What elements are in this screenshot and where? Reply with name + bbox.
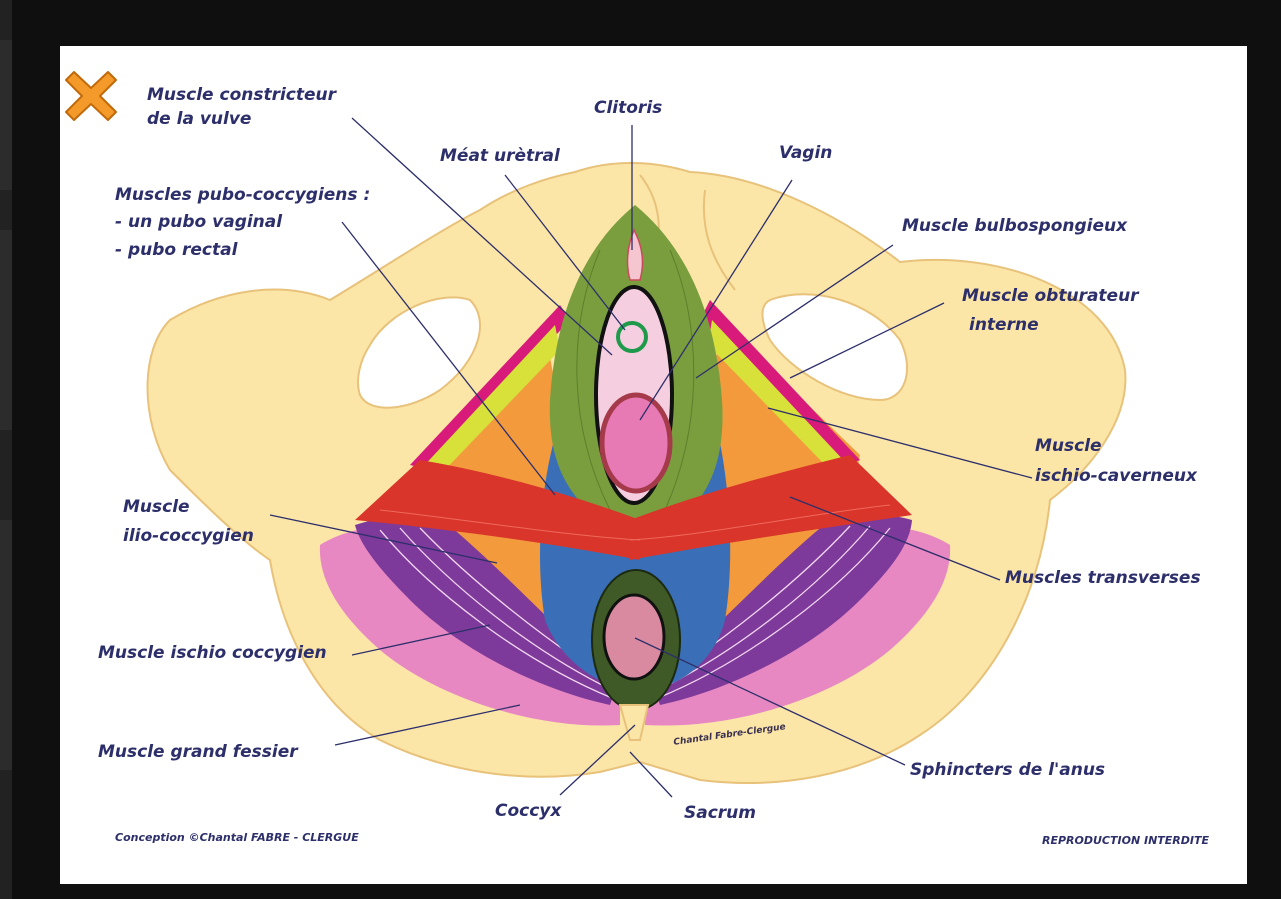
close-x-icon[interactable]: [64, 68, 118, 124]
label-bulbospongieux: Muscle bulbospongieux: [902, 213, 1127, 239]
label-sphincters: Sphincters de l'anus: [910, 757, 1105, 783]
label-vagin: Vagin: [779, 140, 832, 166]
label-coccyx: Coccyx: [495, 798, 561, 824]
anal-sphincter-inner: [604, 595, 664, 679]
label-ischio-cav-line2: ischio-caverneux: [1035, 463, 1197, 489]
label-constricteur-line1: Muscle constricteur: [147, 82, 336, 108]
label-pubo-title: Muscles pubo-coccygiens :: [115, 182, 370, 208]
label-obturateur-line1: Muscle obturateur: [962, 283, 1139, 309]
label-obturateur-line2: interne: [969, 312, 1039, 338]
label-pubo-vaginal: - un pubo vaginal: [115, 209, 282, 235]
label-sacrum: Sacrum: [684, 800, 756, 826]
label-pubo-rectal: - pubo rectal: [115, 237, 237, 263]
label-clitoris: Clitoris: [594, 95, 662, 121]
label-ilio-line1: Muscle: [123, 494, 190, 520]
footer-conception: Conception ©Chantal FABRE - CLERGUE: [115, 831, 359, 845]
footer-reproduction: REPRODUCTION INTERDITE: [1042, 834, 1209, 848]
label-ischio-cav-line1: Muscle: [1035, 433, 1102, 459]
label-meat-uretral: Méat urètral: [440, 143, 560, 169]
label-ischio-coccygien: Muscle ischio coccygien: [98, 640, 327, 666]
vaginal-orifice: [602, 395, 670, 491]
label-ilio-line2: ilio-coccygien: [123, 523, 254, 549]
label-constricteur-line2: de la vulve: [147, 106, 251, 132]
label-grand-fessier: Muscle grand fessier: [98, 739, 298, 765]
label-transverses: Muscles transverses: [1005, 565, 1201, 591]
